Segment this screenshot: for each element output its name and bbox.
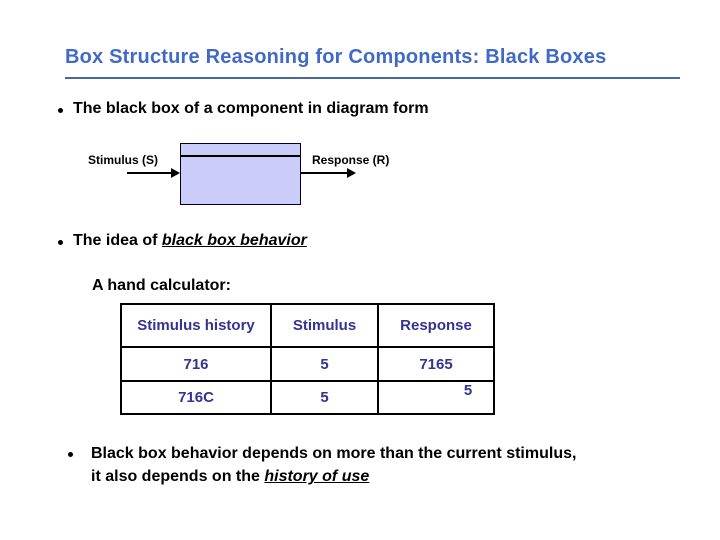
response-label: Response (R): [312, 153, 390, 167]
bullet-dot-2: [58, 240, 63, 245]
table-header-response: Response: [377, 303, 495, 348]
slide-title: Box Structure Reasoning for Components: …: [65, 46, 607, 68]
bullet-1-text: The black box of a component in diagram …: [73, 100, 429, 117]
black-box-shape: [180, 143, 301, 205]
table-cell: 7165: [377, 346, 495, 382]
table-row: 716C 5 5: [120, 380, 495, 415]
bullet-2-emphasis: black box behavior: [161, 232, 307, 249]
bullet-2-prefix: The idea of: [73, 232, 162, 249]
response-arrow-head-icon: [347, 168, 356, 178]
bullet-3-line1: Black box behavior depends on more than …: [91, 445, 577, 462]
bullet-3-emphasis: history of use: [264, 468, 370, 485]
table-cell: 5: [270, 380, 379, 415]
table-cell: 5: [270, 346, 379, 382]
table-cell: 716C: [120, 380, 272, 415]
table-cell: 5: [377, 380, 495, 415]
black-box-divider-line: [181, 155, 300, 157]
table-cell: 716: [120, 346, 272, 382]
table-row: 716 5 7165: [120, 346, 495, 382]
table-header-stimulus-history: Stimulus history: [120, 303, 272, 348]
bullet-dot-1: [58, 108, 63, 113]
calculator-table: Stimulus history Stimulus Response 716 5…: [120, 303, 495, 415]
title-underline-rule: [65, 77, 680, 79]
stimulus-arrow-head-icon: [171, 168, 180, 178]
calculator-heading: A hand calculator:: [92, 277, 231, 294]
table-header-stimulus: Stimulus: [270, 303, 379, 348]
bullet-3-text: Black box behavior depends on more than …: [91, 442, 671, 488]
bullet-3-line2-prefix: it also depends on the: [91, 468, 265, 485]
stimulus-arrow-line: [127, 172, 173, 174]
stimulus-label: Stimulus (S): [88, 153, 159, 167]
response-arrow-line: [301, 172, 348, 174]
bullet-2-text: The idea of black box behavior: [73, 232, 307, 250]
table-cell-offset-value: 5: [463, 382, 473, 399]
bullet-dot-3: [68, 452, 73, 457]
table-header-row: Stimulus history Stimulus Response: [120, 303, 495, 348]
